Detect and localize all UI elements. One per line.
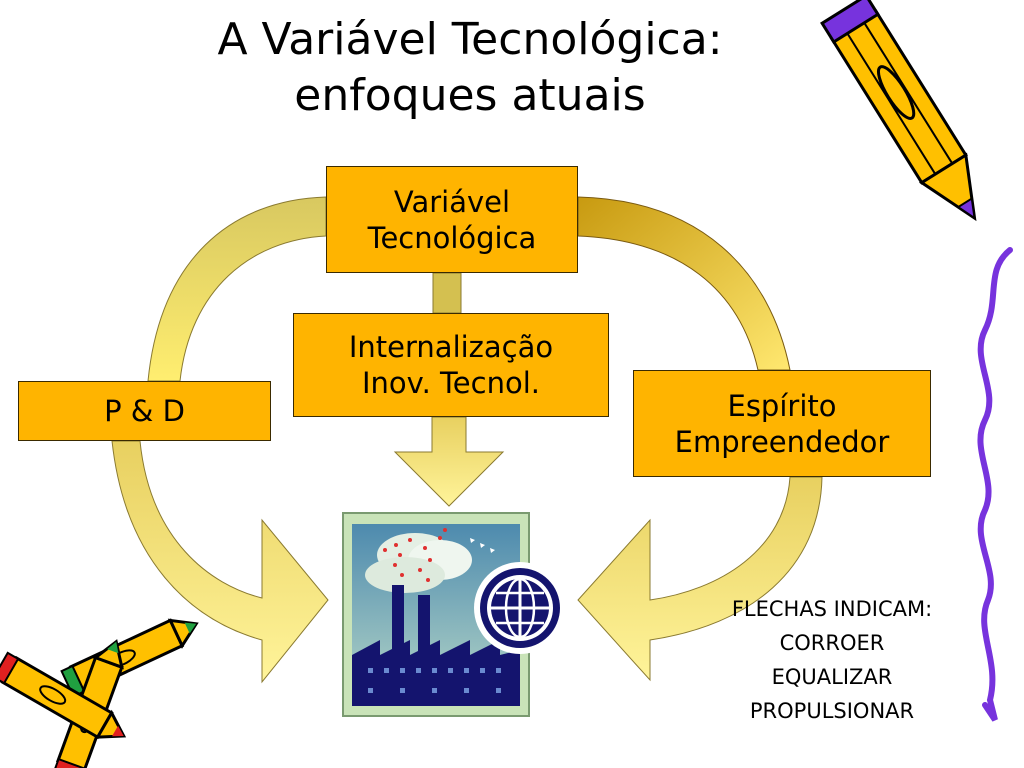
box-variavel-line-2: Tecnológica [367, 220, 537, 255]
box-internalizacao-line-2: Inov. Tecnol. [362, 366, 540, 400]
box-p-and-d: P & D [18, 381, 271, 441]
center-connector [432, 272, 462, 314]
box-variavel-line-1: Variável [393, 184, 511, 219]
box-espirito-line-1: Espírito [727, 388, 837, 423]
note-item: EQUALIZAR [771, 665, 893, 689]
curved-arrow-right-top [577, 196, 791, 371]
title-line-1: A Variável Tecnológica: [217, 14, 723, 65]
curved-arrow-left-bottom [111, 440, 329, 684]
title-line-2: enfoques atuais [294, 70, 646, 121]
page-title: A Variável Tecnológica: enfoques atuais [110, 12, 830, 124]
box-internalizacao: Internalização Inov. Tecnol. [293, 313, 609, 417]
center-down-arrow [393, 416, 505, 507]
curved-arrow-right-bottom [577, 476, 823, 682]
globe-icon [474, 562, 566, 654]
arrows-legend-note: FLECHAS INDICAM: CORROER EQUALIZAR PROPU… [672, 592, 992, 728]
box-variavel-tecnologica: Variável Tecnológica [326, 166, 578, 273]
box-internalizacao-line-1: Internalização [348, 330, 554, 364]
note-heading: FLECHAS INDICAM: [731, 597, 933, 621]
pencil-icon [820, 0, 977, 222]
box-pd-label: P & D [104, 394, 185, 428]
crayons-icon [0, 618, 199, 768]
decorative-border-line [977, 247, 1013, 722]
note-item: PROPULSIONAR [749, 699, 915, 723]
note-item: CORROER [779, 631, 885, 655]
box-espirito-line-2: Empreendedor [674, 424, 890, 459]
box-espirito-empreendedor: Espírito Empreendedor [633, 370, 931, 477]
